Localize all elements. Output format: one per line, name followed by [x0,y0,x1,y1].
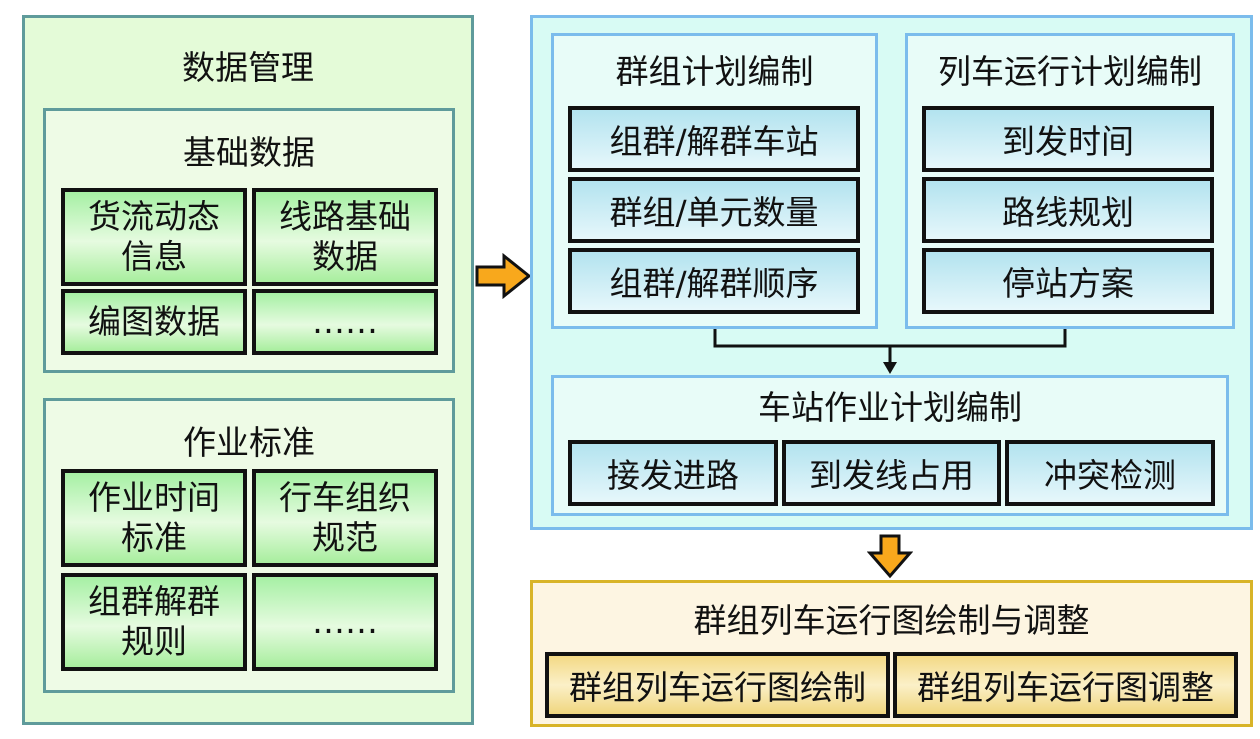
station-plan-title: 车站作业计划编制 [758,388,1022,427]
train-plan-group: 列车运行计划编制 到发时间 路线规划 停站方案 [905,33,1235,329]
group-station-box[interactable]: 组群/解群车站 [568,106,860,172]
freight-flow-info-box[interactable]: 货流动态 信息 [61,188,247,286]
diagram-drawing-title: 群组列车运行图绘制与调整 [693,601,1090,640]
train-plan-title: 列车运行计划编制 [938,52,1202,91]
group-plan-title: 群组计划编制 [615,52,814,91]
compilation-data-box[interactable]: 编图数据 [61,289,247,355]
arrival-departure-time-box[interactable]: 到发时间 [922,106,1214,172]
basic-data-group: 基础数据 货流动态 信息 线路基础 数据 编图数据 …… [43,108,455,373]
station-plan-group: 车站作业计划编制 接发进路 到发线占用 冲突检测 [551,375,1229,516]
merge-connector-icon [713,329,1067,374]
group-order-box[interactable]: 组群/解群顺序 [568,248,860,314]
diagram-draw-box[interactable]: 群组列车运行图绘制 [545,652,890,718]
line-basic-data-box[interactable]: 线路基础 数据 [252,188,438,286]
more-basic-data-box[interactable]: …… [252,289,438,355]
grouping-ungrouping-rules-box[interactable]: 组群解群 规则 [61,573,247,671]
basic-data-title: 基础数据 [183,133,315,172]
more-standards-box[interactable]: …… [252,573,438,671]
route-receiving-box[interactable]: 接发进路 [568,440,778,506]
arrow-down-icon [867,534,913,579]
track-occupancy-box[interactable]: 到发线占用 [782,440,1001,506]
diagram-adjust-box[interactable]: 群组列车运行图调整 [893,652,1238,718]
operation-standards-title: 作业标准 [183,423,315,462]
group-count-box[interactable]: 群组/单元数量 [568,177,860,243]
route-planning-box[interactable]: 路线规划 [922,177,1214,243]
stop-scheme-box[interactable]: 停站方案 [922,248,1214,314]
data-management-panel: 数据管理 基础数据 货流动态 信息 线路基础 数据 编图数据 …… 作业标准 作… [22,15,474,725]
data-management-title: 数据管理 [182,48,314,87]
group-plan-group: 群组计划编制 组群/解群车站 群组/单元数量 组群/解群顺序 [551,33,878,329]
operation-time-standard-box[interactable]: 作业时间 标准 [61,469,247,567]
arrow-right-icon [475,253,532,299]
planning-panel: 群组计划编制 组群/解群车站 群组/单元数量 组群/解群顺序 列车运行计划编制 … [530,15,1253,530]
diagram-drawing-panel: 群组列车运行图绘制与调整 群组列车运行图绘制 群组列车运行图调整 [530,580,1253,727]
conflict-detection-box[interactable]: 冲突检测 [1005,440,1215,506]
operation-standards-group: 作业标准 作业时间 标准 行车组织 规范 组群解群 规则 …… [43,398,455,693]
train-organization-rules-box[interactable]: 行车组织 规范 [252,469,438,567]
